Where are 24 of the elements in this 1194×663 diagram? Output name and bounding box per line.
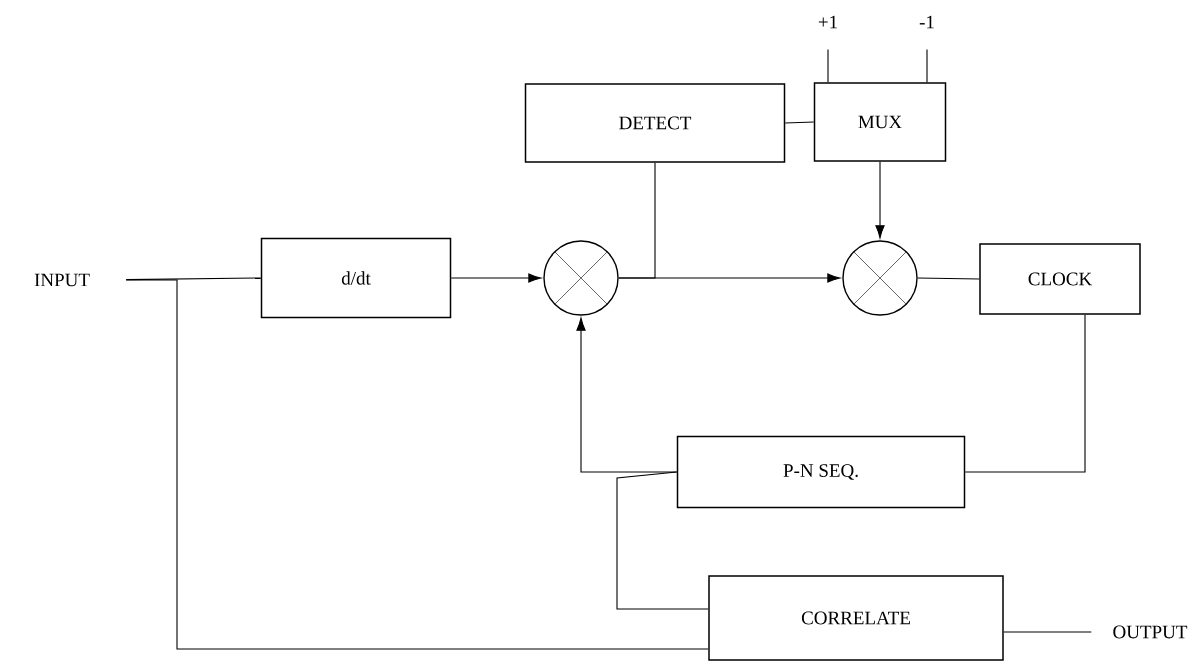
process-box: MUX xyxy=(813,82,947,162)
connector-line xyxy=(827,48,829,83)
connector-line xyxy=(926,48,928,83)
connector-line xyxy=(616,471,709,610)
arrow xyxy=(450,273,542,283)
process-box: d/dt xyxy=(260,237,452,319)
multiplier-symbol xyxy=(842,240,918,316)
arrow xyxy=(875,161,885,239)
multiplier-symbol xyxy=(543,240,619,316)
process-box: P-N SEQ. xyxy=(676,435,966,509)
connector-line xyxy=(125,279,709,650)
process-box: CLOCK xyxy=(979,243,1141,315)
arrow xyxy=(576,317,678,473)
connector-line xyxy=(1003,631,1092,633)
signal-label: OUTPUT xyxy=(1113,625,1188,639)
process-box: CORRELATE xyxy=(708,575,1004,661)
signal-label: -1 xyxy=(919,15,934,29)
connector-line xyxy=(917,277,980,280)
process-box: DETECT xyxy=(524,83,786,163)
signal-label: INPUT xyxy=(34,273,90,287)
connector-line xyxy=(784,121,815,124)
signal-label: +1 xyxy=(818,15,837,29)
connector-line xyxy=(618,162,656,279)
connector-line xyxy=(964,314,1086,473)
